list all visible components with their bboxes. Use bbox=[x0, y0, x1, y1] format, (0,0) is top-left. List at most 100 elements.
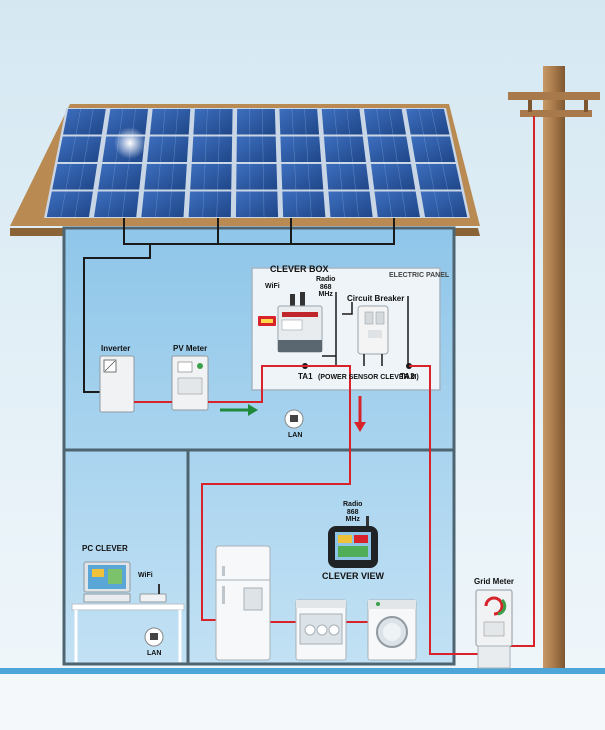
solar-cell bbox=[94, 191, 140, 218]
inverter-device bbox=[99, 355, 135, 413]
solar-cell bbox=[52, 163, 98, 190]
power-wiring bbox=[134, 116, 535, 655]
solar-cell-line bbox=[125, 163, 129, 190]
solar-cell-line bbox=[352, 163, 356, 190]
solar-cell bbox=[144, 163, 187, 190]
inverter-label: Inverter bbox=[101, 344, 131, 353]
solar-cell-line bbox=[349, 136, 353, 163]
pv-meter-device bbox=[171, 355, 209, 411]
solar-cell bbox=[191, 136, 233, 163]
solar-cell bbox=[98, 163, 143, 190]
wifi-box-label: WiFi bbox=[265, 283, 280, 290]
solar-cell-line bbox=[75, 108, 81, 135]
clever-view-display bbox=[328, 516, 378, 568]
pc-clever-label: PC CLEVER bbox=[82, 544, 128, 553]
solar-cell-line bbox=[121, 191, 126, 218]
washing-machine bbox=[367, 599, 417, 661]
solar-cell-line bbox=[294, 163, 297, 190]
consumption-arrow-red bbox=[354, 396, 366, 432]
utility-pole bbox=[508, 66, 600, 668]
solar-cell-line bbox=[216, 191, 218, 218]
circuit-breaker-label: Circuit Breaker bbox=[347, 294, 405, 303]
solar-cell-line bbox=[65, 163, 71, 190]
solar-cell-line bbox=[341, 191, 345, 218]
solar-cell-line bbox=[401, 191, 407, 218]
solar-cell-line bbox=[397, 163, 402, 190]
clever-view-label: CLEVER VIEW bbox=[322, 571, 385, 581]
box-wiring bbox=[322, 292, 409, 366]
solar-cell-line bbox=[309, 191, 312, 218]
solar-cell bbox=[147, 136, 189, 163]
ta2-label: TA2 bbox=[400, 372, 415, 381]
lan-bottom-label: LAN bbox=[147, 650, 162, 657]
solar-cell bbox=[188, 191, 232, 218]
solar-cell bbox=[281, 163, 324, 190]
solar-cell bbox=[236, 163, 278, 190]
solar-cell-line bbox=[119, 108, 124, 135]
solar-cell bbox=[420, 191, 468, 218]
solar-cell bbox=[326, 163, 370, 190]
solar-cell-line bbox=[393, 136, 398, 163]
panel-dc-wiring bbox=[83, 218, 395, 393]
solar-cell bbox=[280, 136, 322, 163]
solar-cell-line bbox=[217, 163, 219, 190]
wifi-pc-label: WiFi bbox=[138, 572, 153, 579]
solar-cell bbox=[235, 191, 279, 218]
solar-cell-line bbox=[84, 136, 89, 163]
wifi-router bbox=[139, 584, 167, 603]
solar-cell-line bbox=[173, 136, 176, 163]
lan-socket-bottom bbox=[144, 627, 164, 647]
solar-cell-line bbox=[384, 163, 389, 190]
solar-cell-line bbox=[434, 191, 440, 218]
solar-cell bbox=[279, 108, 320, 135]
refrigerator bbox=[215, 545, 271, 661]
solar-cell-line bbox=[60, 191, 66, 218]
solar-cell-line bbox=[70, 136, 76, 163]
grid-meter-device bbox=[475, 589, 513, 669]
pv-meter-label: PV Meter bbox=[173, 344, 208, 353]
solar-cell-line bbox=[431, 108, 437, 135]
solar-cell-line bbox=[293, 136, 295, 163]
solar-cell-line bbox=[107, 191, 112, 218]
solar-cell-line bbox=[442, 163, 448, 190]
solar-cell-line bbox=[218, 136, 220, 163]
solar-cell-line bbox=[346, 108, 350, 135]
solar-cell-line bbox=[219, 108, 221, 135]
solar-cell bbox=[367, 136, 411, 163]
electric-panel-label: ELECTRIC PANEL bbox=[389, 272, 450, 279]
solar-cell-line bbox=[162, 108, 166, 135]
solar-cell bbox=[323, 136, 366, 163]
dishwasher bbox=[295, 599, 347, 661]
ground bbox=[0, 674, 605, 730]
solar-cell-line bbox=[79, 163, 85, 190]
solar-cell bbox=[411, 136, 456, 163]
solar-cell-line bbox=[436, 136, 443, 163]
solar-cell-line bbox=[428, 163, 435, 190]
solar-cell-line bbox=[160, 136, 163, 163]
solar-cell-line bbox=[204, 136, 207, 163]
radio-box-label: Radio 868 MHz bbox=[316, 276, 336, 299]
solar-cell bbox=[374, 191, 420, 218]
solar-cell-line bbox=[155, 191, 158, 218]
solar-cell-line bbox=[388, 191, 393, 218]
solar-cell-line bbox=[339, 163, 343, 190]
export-arrow-green bbox=[220, 404, 258, 416]
solar-cell-line bbox=[175, 108, 178, 135]
solar-cell-line bbox=[171, 163, 174, 190]
solar-panel-array bbox=[44, 108, 470, 218]
solar-cell bbox=[190, 163, 232, 190]
solar-cell bbox=[282, 191, 326, 218]
solar-cell bbox=[236, 108, 276, 135]
solar-cell-line bbox=[336, 136, 340, 163]
solar-cell-line bbox=[74, 191, 80, 218]
solar-cell-line bbox=[157, 163, 161, 190]
solar-cell-line bbox=[111, 163, 116, 190]
solar-cell bbox=[141, 191, 186, 218]
grid-meter-label: Grid Meter bbox=[474, 577, 515, 586]
solar-cell-line bbox=[376, 108, 381, 135]
solar-cell-line bbox=[88, 108, 94, 135]
solar-cell-line bbox=[169, 191, 172, 218]
solar-cell-line bbox=[202, 191, 205, 218]
